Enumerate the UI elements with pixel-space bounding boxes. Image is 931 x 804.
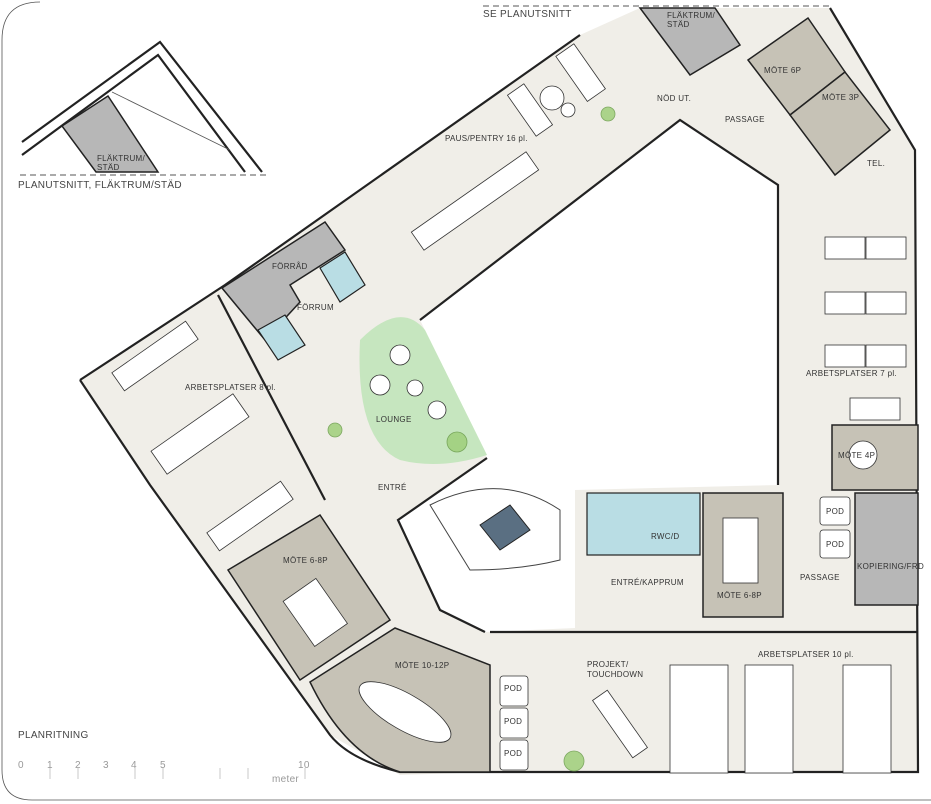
label-projekt: PROJEKT/ bbox=[587, 660, 629, 669]
label-arbetsplatser-8: ARBETSPLATSER 8 pl. bbox=[185, 383, 276, 392]
label-nod-ut: NÖD UT. bbox=[657, 94, 691, 103]
label-fläktrum: FLÄKTRUM/ bbox=[667, 11, 716, 20]
label-mote-6p: MÖTE 6P bbox=[764, 66, 801, 75]
label-mote-6-8p-left: MÖTE 6-8P bbox=[283, 556, 328, 565]
room-fläktrum bbox=[638, 7, 742, 76]
scale-bar bbox=[49, 768, 306, 779]
label-pod: POD bbox=[504, 684, 522, 693]
label-pod: POD bbox=[826, 540, 844, 549]
label-lounge: LOUNGE bbox=[376, 415, 412, 424]
scale-tick-label: 5 bbox=[160, 760, 166, 771]
inset-fläktrum bbox=[60, 94, 160, 173]
scale-unit: meter bbox=[272, 774, 299, 785]
scale-tick-label: 3 bbox=[103, 760, 109, 771]
inset-room-label-2: STÄD bbox=[97, 163, 120, 172]
furniture bbox=[111, 43, 907, 774]
label-forrad: FÖRRÅD bbox=[272, 262, 308, 271]
label-mote-4p: MÖTE 4P bbox=[838, 451, 875, 460]
label-passage-top: PASSAGE bbox=[725, 115, 765, 124]
room-wc-2 bbox=[257, 314, 306, 361]
plant-icon bbox=[327, 106, 616, 772]
label-pentry: PAUS/PENTRY 16 pl. bbox=[445, 134, 528, 143]
label-mote-3p: MÖTE 3P bbox=[822, 93, 859, 102]
scale-tick-label: 1 bbox=[47, 760, 53, 771]
label-forrum: FÖRRUM bbox=[297, 303, 334, 312]
see-detail-label: SE PLANUTSNITT bbox=[483, 9, 572, 20]
stair-skylight bbox=[479, 504, 531, 551]
label-wcd: RWC/D bbox=[651, 532, 679, 541]
label-entre: ENTRÉ bbox=[378, 483, 407, 492]
label-tel: TEL. bbox=[867, 159, 885, 168]
inset-plan: FLÄKTRUM/ STÄD PLANUTSNITT, FLÄKTRUM/STÄ… bbox=[18, 40, 270, 191]
label-passage-right: PASSAGE bbox=[800, 573, 840, 582]
inset-room-label: FLÄKTRUM/ bbox=[97, 154, 146, 163]
label-fläktrum-2: STÄD bbox=[667, 20, 690, 29]
scale-tick-label: 2 bbox=[75, 760, 81, 771]
label-pod: POD bbox=[826, 507, 844, 516]
label-entre-kapprum: ENTRÉ/KAPPRUM bbox=[611, 578, 684, 587]
scale-tick-label: 10 bbox=[298, 760, 310, 771]
room-mote-3p bbox=[788, 70, 892, 177]
label-arbetsplatser-7: ARBETSPLATSER 7 pl. bbox=[806, 369, 897, 378]
label-mote-10-12p: MÖTE 10-12P bbox=[395, 661, 449, 670]
room-kopiering bbox=[854, 492, 919, 606]
plan-title: PLANRITNING bbox=[18, 730, 89, 741]
scale-tick-label: 4 bbox=[131, 760, 137, 771]
label-touchdown: TOUCHDOWN bbox=[587, 670, 643, 679]
label-pod: POD bbox=[504, 717, 522, 726]
scale-tick-label: 0 bbox=[18, 760, 24, 771]
room-wcd bbox=[586, 492, 701, 556]
label-pod: POD bbox=[504, 749, 522, 758]
label-arbetsplatser-10: ARBETSPLATSER 10 pl. bbox=[758, 650, 854, 659]
inset-title: PLANUTSNITT, FLÄKTRUM/STÄD bbox=[18, 179, 182, 191]
room-wc bbox=[319, 251, 366, 303]
label-mote-6-8p-mid: MÖTE 6-8P bbox=[717, 591, 762, 600]
label-kopiering: KOPIERING/FRD bbox=[857, 562, 924, 571]
